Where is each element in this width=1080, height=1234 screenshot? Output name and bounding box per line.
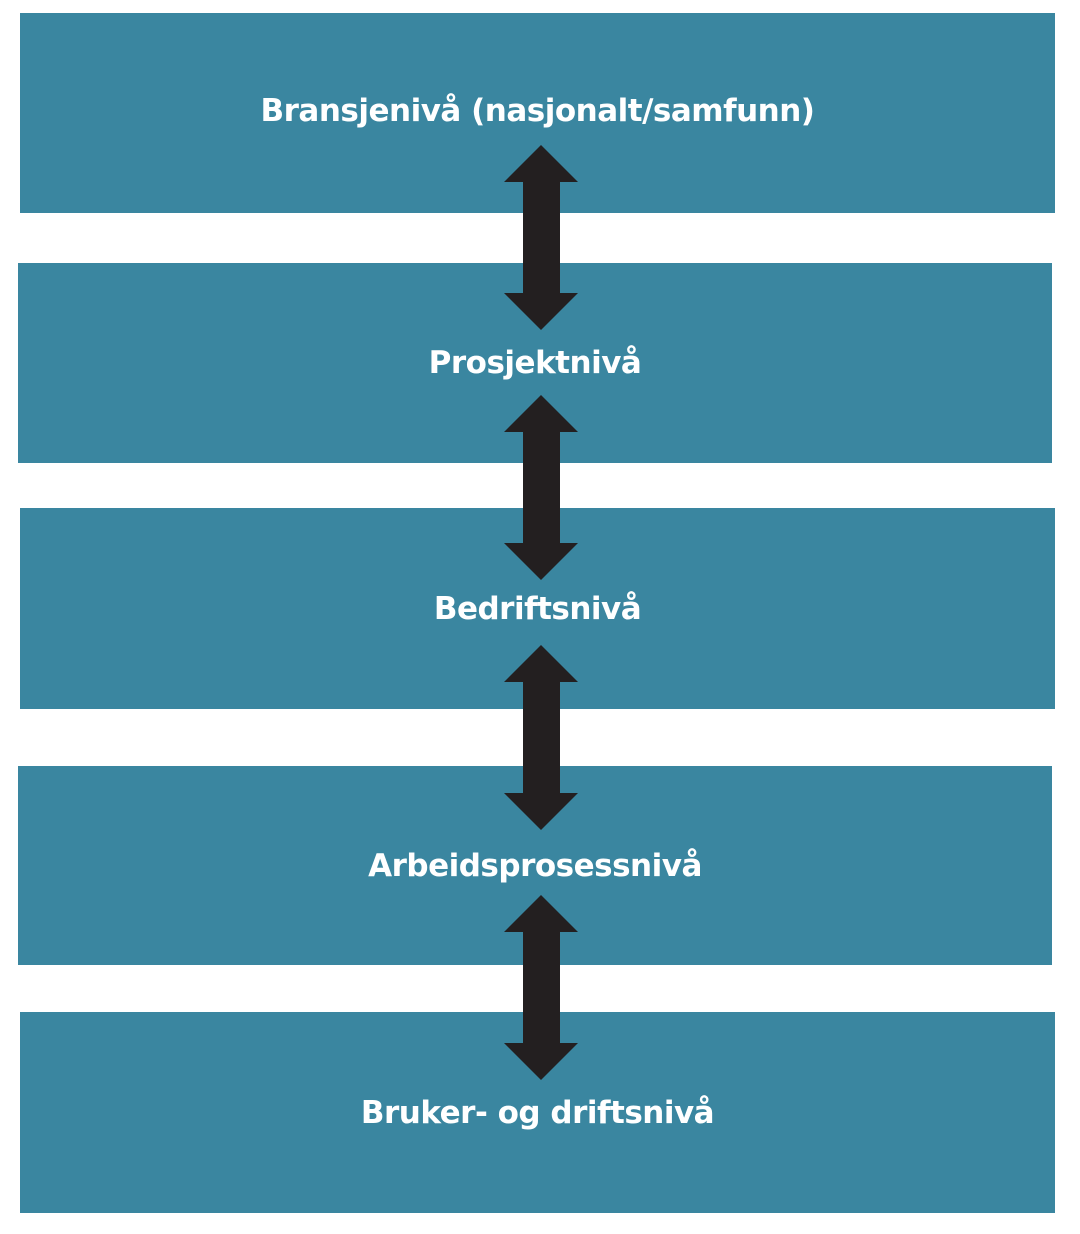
double-arrow-icon xyxy=(504,645,578,830)
level-label: Bedriftsnivå xyxy=(433,590,642,627)
level-label: Prosjektnivå xyxy=(428,345,642,381)
double-arrow-icon xyxy=(504,395,578,580)
level-label: Bruker- og driftsnivå xyxy=(360,1094,715,1131)
double-arrow-icon xyxy=(504,895,578,1080)
level-label: Bransjenivå (nasjonalt/samfunn) xyxy=(260,93,815,129)
double-arrow-icon xyxy=(504,145,578,330)
level-label: Arbeidsprosessnivå xyxy=(368,847,702,884)
